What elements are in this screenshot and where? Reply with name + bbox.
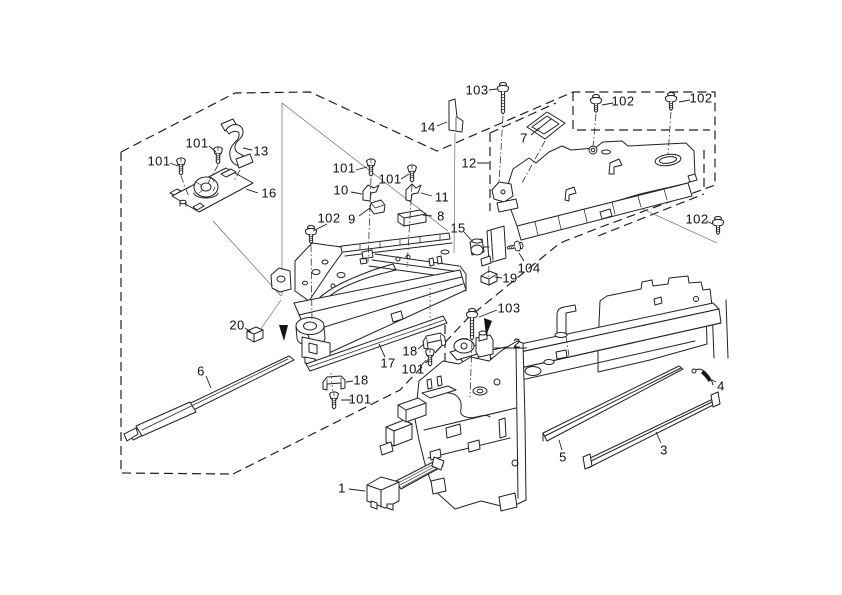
callout-101: 101: [401, 361, 425, 377]
projection-lines: [212, 102, 718, 334]
callout-2: 2: [513, 335, 521, 351]
callout-15: 15: [450, 220, 466, 236]
screw-101-f: [329, 391, 339, 410]
part-19-block: [480, 270, 498, 286]
callout-18: 18: [402, 343, 418, 359]
screw-101-b: [213, 146, 223, 165]
callout-leaders: [169, 88, 717, 492]
screw-101-c: [366, 158, 376, 177]
callout-101: 101: [378, 171, 402, 187]
part-20-block: [246, 326, 264, 343]
callout-9: 9: [348, 211, 356, 227]
callout-103: 103: [465, 82, 489, 98]
part-7-plate: [526, 111, 566, 140]
part-10-bracket: [362, 184, 380, 202]
part-top-cover: [491, 140, 698, 241]
callout-5: 5: [559, 449, 567, 465]
callout-4: 4: [717, 378, 725, 394]
callout-104: 104: [517, 260, 541, 276]
screw-102-c: [664, 92, 678, 111]
part-8-block: [397, 209, 427, 227]
screw-103-b: [465, 308, 479, 341]
callout-19: 19: [502, 270, 518, 286]
screw-104: [505, 239, 525, 254]
part-15-bracket: [469, 225, 507, 267]
callout-102: 102: [317, 210, 341, 226]
screw-102-b: [589, 94, 603, 113]
screw-102-d: [711, 216, 725, 235]
screw-102-a: [304, 225, 318, 244]
callout-102: 102: [611, 93, 635, 109]
insertion-arrow-icon: [279, 325, 288, 341]
callout-17: 17: [380, 355, 396, 371]
callout-16: 16: [261, 185, 277, 201]
part-chassis-frame: [379, 275, 729, 512]
part-9-plate: [369, 199, 386, 215]
callout-101: 101: [185, 135, 209, 151]
part-2-assembly: [449, 330, 494, 361]
part-18-clip-right: [421, 332, 447, 350]
callout-18: 18: [353, 372, 369, 388]
screw-103-a: [496, 82, 510, 115]
callout-11: 11: [434, 189, 450, 205]
insertion-arrow-icon: [484, 318, 492, 336]
part-14-lever: [448, 98, 464, 133]
part-6-rod: [123, 355, 295, 442]
callout-8: 8: [437, 208, 445, 224]
screw-101-a: [176, 157, 186, 176]
part-4-wire: [691, 368, 714, 386]
callout-13: 13: [253, 143, 269, 159]
part-3-bar: [582, 391, 721, 470]
part-16-speaker-board: [169, 167, 254, 213]
callout-103: 103: [497, 300, 521, 316]
callout-101: 101: [348, 391, 372, 407]
part-13-flex-cable: [220, 118, 254, 169]
callout-1: 1: [338, 480, 346, 496]
centerlines: [180, 111, 672, 398]
callout-10: 10: [333, 182, 349, 198]
callout-101: 101: [332, 160, 356, 176]
callout-20: 20: [229, 317, 245, 333]
part-18-clip-left: [322, 375, 346, 391]
part-1-connector: [366, 456, 445, 511]
screw-101-d: [407, 164, 417, 183]
part-5-strip: [542, 365, 684, 442]
callout-101: 101: [147, 153, 171, 169]
screw-101-e: [425, 348, 435, 367]
callout-3: 3: [660, 442, 668, 458]
part-17-bar: [305, 315, 448, 372]
callout-102: 102: [689, 90, 713, 106]
callout-7: 7: [520, 130, 528, 146]
part-11-bracket: [405, 183, 422, 202]
callout-6: 6: [197, 363, 205, 379]
part-carriage-assembly: [270, 232, 467, 366]
callout-14: 14: [420, 119, 436, 135]
callout-12: 12: [461, 155, 477, 171]
callout-102: 102: [685, 211, 709, 227]
